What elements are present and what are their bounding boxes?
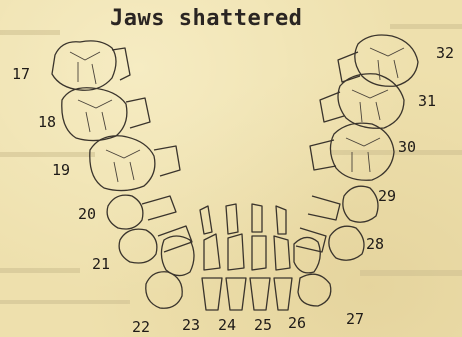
label-22: 22 <box>132 318 150 336</box>
label-29: 29 <box>378 187 396 205</box>
molar-31 <box>320 74 404 129</box>
label-19: 19 <box>52 161 70 179</box>
label-28: 28 <box>366 235 384 253</box>
label-27: 27 <box>346 310 364 328</box>
label-23: 23 <box>182 316 200 334</box>
incisor-25 <box>250 204 270 310</box>
incisor-23 <box>200 206 222 310</box>
label-21: 21 <box>92 255 110 273</box>
tooth-27 <box>294 237 331 306</box>
premolar-28 <box>296 226 364 260</box>
premolar-21 <box>119 226 192 263</box>
label-32: 32 <box>436 44 454 62</box>
molar-17 <box>52 41 130 90</box>
label-18: 18 <box>38 113 56 131</box>
molar-18 <box>62 88 150 141</box>
label-24: 24 <box>218 316 236 334</box>
label-30: 30 <box>398 138 416 156</box>
label-25: 25 <box>254 316 272 334</box>
premolar-20 <box>107 195 176 229</box>
label-31: 31 <box>418 92 436 110</box>
tooth-22 <box>146 236 194 308</box>
label-26: 26 <box>288 314 306 332</box>
incisor-24 <box>226 204 246 310</box>
molar-30 <box>310 123 394 180</box>
premolar-29 <box>308 186 378 222</box>
molar-19 <box>90 136 180 191</box>
label-17: 17 <box>12 65 30 83</box>
incisor-26 <box>274 206 292 310</box>
label-20: 20 <box>78 205 96 223</box>
